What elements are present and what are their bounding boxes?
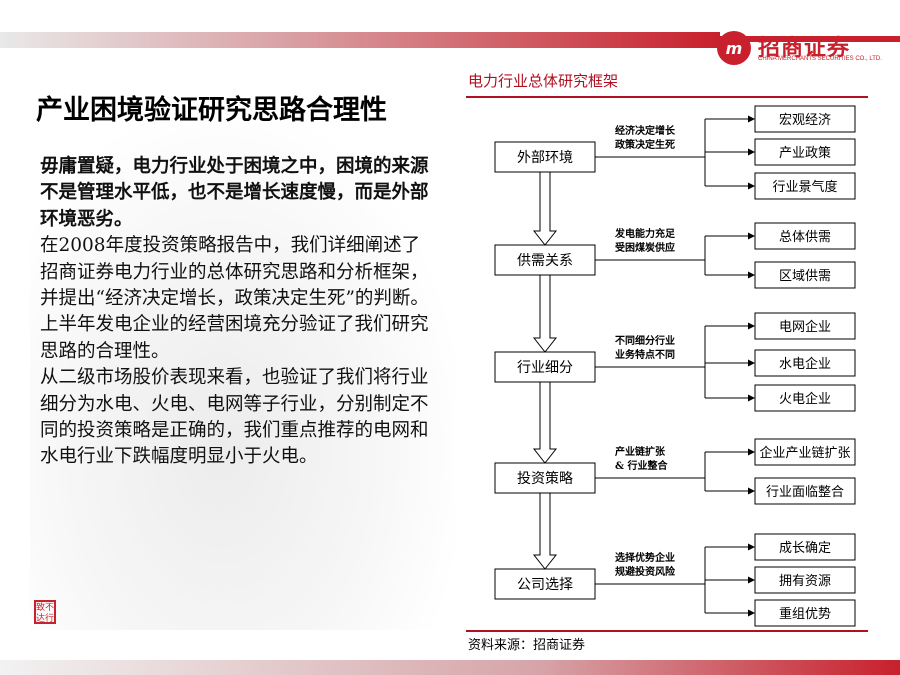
branch-arrowhead [748, 394, 755, 402]
branch-arrowhead [748, 543, 755, 551]
diagram-bottom-rule [466, 630, 868, 632]
source-note: 资料来源：招商证券 [468, 638, 586, 653]
stage-annotation: 产业链扩张 [615, 445, 666, 458]
sub-item-label: 火电企业 [779, 391, 831, 407]
stage-label: 行业细分 [517, 360, 573, 376]
svg-text:m: m [726, 39, 743, 58]
lead-paragraph: 毋庸置疑，电力行业处于困境之中，困境的来源不是管理水平低，也不是增长速度慢，而是… [40, 156, 429, 230]
sub-item-box [754, 599, 856, 627]
branch-arrowhead [748, 448, 755, 456]
flow-down-arrow [532, 274, 558, 353]
branch-arrowhead [748, 359, 755, 367]
branch-arrowhead [748, 271, 755, 279]
sub-item-label: 拥有资源 [779, 574, 831, 589]
stage-annotation: 受困煤炭供应 [615, 241, 675, 254]
body-text: 毋庸置疑，电力行业处于困境之中，困境的来源不是管理水平低，也不是增长速度慢，而是… [40, 154, 430, 471]
logo-emblem-icon: m [717, 31, 751, 65]
stage-annotation: 业务特点不同 [615, 348, 675, 361]
footer-bar [0, 660, 900, 675]
sub-item-box [754, 349, 856, 377]
stage-annotation: 发电能力充足 [614, 227, 676, 240]
stage-annotation: 不同细分行业 [615, 334, 675, 347]
flow-down-arrow [532, 492, 558, 570]
stage-label: 外部环境 [517, 150, 573, 166]
sub-item-box [754, 172, 856, 200]
stage-label: 投资策略 [517, 470, 573, 487]
stage-box [494, 568, 596, 600]
seal-stamp-icon: 致不达行 [34, 600, 56, 624]
header-gradient-bar [0, 32, 720, 48]
brand-logo: m 招商证券 CHINA MERCHANTS SECURITIES CO., L… [714, 28, 894, 68]
logo-subtext: CHINA MERCHANTS SECURITIES CO., LTD. [758, 56, 882, 62]
sub-item-label: 重组优势 [779, 606, 831, 622]
stage-annotation: 选择优势企业 [615, 551, 675, 564]
stage-label: 公司选择 [517, 577, 573, 593]
stage-annotation: & 行业整合 [615, 459, 669, 472]
sub-item-label: 行业景气度 [772, 179, 837, 195]
paragraph-market-performance: 从二级市场股价表现来看，也验证了我们将行业细分为水电、火电、电网等子行业，分别制… [40, 367, 429, 468]
sub-item-box [754, 477, 856, 505]
sub-item-label: 成长确定 [779, 541, 831, 556]
stage-label: 供需关系 [517, 253, 573, 269]
stage-annotation: 经济决定增长 [615, 124, 676, 137]
branch-arrowhead [748, 576, 755, 584]
sub-item-label: 区域供需 [779, 269, 831, 284]
paragraph-strategy-report: 在2008年度投资策略报告中，我们详细阐述了招商证券电力行业的总体研究思路和分析… [40, 235, 429, 362]
sub-item-label: 行业面临整合 [766, 485, 844, 500]
sub-item-box [754, 312, 856, 340]
branch-arrowhead [748, 232, 755, 240]
sub-item-label: 宏观经济 [779, 113, 831, 128]
logo-text: 招商证券 [758, 36, 851, 61]
sub-item-box [754, 438, 856, 466]
sub-item-label: 总体供需 [779, 230, 831, 245]
sub-item-label: 产业政策 [779, 145, 831, 161]
stage-box [494, 244, 596, 276]
stage-annotation: 政策决定生死 [615, 138, 675, 151]
sub-item-box [754, 105, 856, 133]
branch-arrowhead [748, 115, 755, 123]
flow-down-arrow [532, 381, 558, 464]
branch-arrowhead [748, 609, 755, 617]
page-title: 产业困境验证研究思路合理性 [36, 95, 387, 126]
diagram-title: 电力行业总体研究框架 [468, 72, 619, 90]
sub-item-box [754, 222, 856, 250]
sub-item-box [754, 533, 856, 561]
branch-arrowhead [748, 322, 755, 330]
sub-item-box [754, 566, 856, 594]
sub-item-label: 水电企业 [779, 356, 831, 372]
branch-arrowhead [748, 182, 755, 190]
header-red-bar [720, 36, 900, 42]
sub-item-label: 电网企业 [779, 319, 831, 335]
stage-box [494, 141, 596, 173]
sub-item-label: 企业产业链扩张 [759, 445, 850, 461]
stage-annotation: 规避投资风险 [615, 565, 676, 578]
branch-arrowhead [748, 148, 755, 156]
flow-down-arrow [532, 171, 558, 246]
stage-box [494, 351, 596, 383]
sub-item-box [754, 261, 856, 289]
sub-item-box [754, 384, 856, 412]
diagram-title-rule [466, 96, 868, 98]
sub-item-box [754, 138, 856, 166]
left-panel-background [30, 120, 455, 630]
branch-arrowhead [748, 487, 755, 495]
